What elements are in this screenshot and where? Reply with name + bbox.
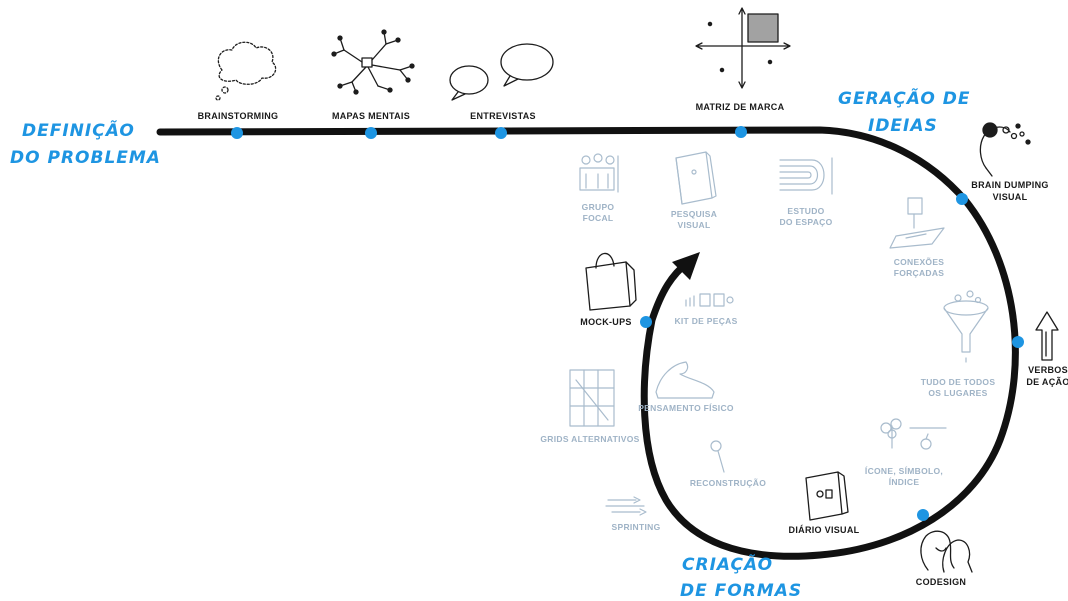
grid-sheet-icon (569, 369, 615, 427)
label-sprinting: SPRINTING (612, 522, 661, 532)
label-mapas-mentais: MAPAS MENTAIS (332, 111, 410, 121)
connected-objects-icon (889, 197, 945, 249)
node-matriz-de-marca[interactable] (735, 126, 747, 138)
phase-geracao-line2: IDEIAS (868, 116, 938, 136)
node-codesign[interactable] (917, 509, 929, 521)
label-diario-visual: DIÁRIO VISUAL (789, 525, 860, 535)
speech-bubbles-icon (449, 43, 554, 101)
label-conexoes-2: FORÇADAS (894, 268, 945, 278)
phase-criacao-line2: DE FORMAS (680, 581, 802, 601)
node-mapas-mentais[interactable] (365, 127, 377, 139)
tree-apple-icon (880, 418, 947, 450)
head-brain-icon (979, 122, 1031, 177)
node-brainstorming[interactable] (231, 127, 243, 139)
label-tudo-2: OS LUGARES (928, 388, 987, 398)
phase-definicao-line1: DEFINIÇÃO (22, 118, 135, 141)
speed-lines-icon (605, 496, 647, 516)
label-conexoes-1: CONEXÕES (894, 257, 945, 267)
track-layout-icon (779, 157, 833, 195)
label-icone-2: ÍNDICE (889, 477, 920, 487)
label-brain-dumping-2: VISUAL (993, 192, 1028, 202)
label-mock-ups: MOCK-UPS (580, 317, 631, 327)
node-verbos-de-acao[interactable] (1012, 336, 1024, 348)
label-pesquisa-visual-2: VISUAL (678, 220, 711, 230)
journal-icon (805, 471, 849, 521)
node-brain-dumping[interactable] (956, 193, 968, 205)
phase-definicao-line2: DO PROBLEMA (10, 148, 161, 168)
shopping-bag-icon (585, 252, 637, 311)
mind-map-icon (331, 29, 415, 95)
faces-icon (920, 530, 973, 573)
label-codesign: CODESIGN (916, 577, 966, 587)
focus-group-icon (579, 153, 619, 193)
label-verbos-2: DE AÇÃO (1026, 377, 1068, 387)
node-mock-ups[interactable] (640, 316, 652, 328)
phase-criacao-line1: CRIAÇÃO (682, 552, 773, 575)
label-estudo-espaco-1: ESTUDO (787, 206, 824, 216)
node-entrevistas[interactable] (495, 127, 507, 139)
label-verbos-1: VERBOS (1028, 365, 1068, 375)
label-grids-alternativos: GRIDS ALTERNATIVOS (540, 434, 639, 444)
label-estudo-espaco-2: DO ESPAÇO (779, 217, 832, 227)
brand-matrix-icon (695, 7, 791, 89)
label-pensamento-fisico: PENSAMENTO FÍSICO (638, 403, 734, 413)
label-matriz-de-marca: MATRIZ DE MARCA (696, 102, 785, 112)
label-tudo-1: TUDO DE TODOS (921, 377, 996, 387)
label-brainstorming: BRAINSTORMING (198, 111, 279, 121)
label-grupo-focal-2: FOCAL (583, 213, 614, 223)
label-pesquisa-visual-1: PESQUISA (671, 209, 717, 219)
label-grupo-focal-1: GRUPO (582, 202, 615, 212)
label-kit-de-pecas: KIT DE PEÇAS (674, 316, 737, 326)
flexed-arm-icon (655, 361, 715, 399)
up-arrow-icon (1035, 311, 1059, 361)
label-entrevistas: ENTREVISTAS (470, 111, 536, 121)
label-brain-dumping-1: BRAIN DUMPING (971, 180, 1048, 190)
book-icon (675, 151, 717, 205)
thought-cloud-icon (215, 41, 277, 101)
path-arrowhead (672, 252, 700, 280)
funnel-icon (943, 290, 989, 363)
pin-icon (710, 440, 725, 473)
parts-kit-icon (685, 293, 734, 307)
label-reconstrucao: RECONSTRUÇÃO (690, 478, 766, 488)
process-path (156, 126, 1019, 560)
label-icone-1: ÍCONE, SÍMBOLO, (865, 466, 943, 476)
phase-geracao-line1: GERAÇÃO DE (838, 86, 971, 109)
